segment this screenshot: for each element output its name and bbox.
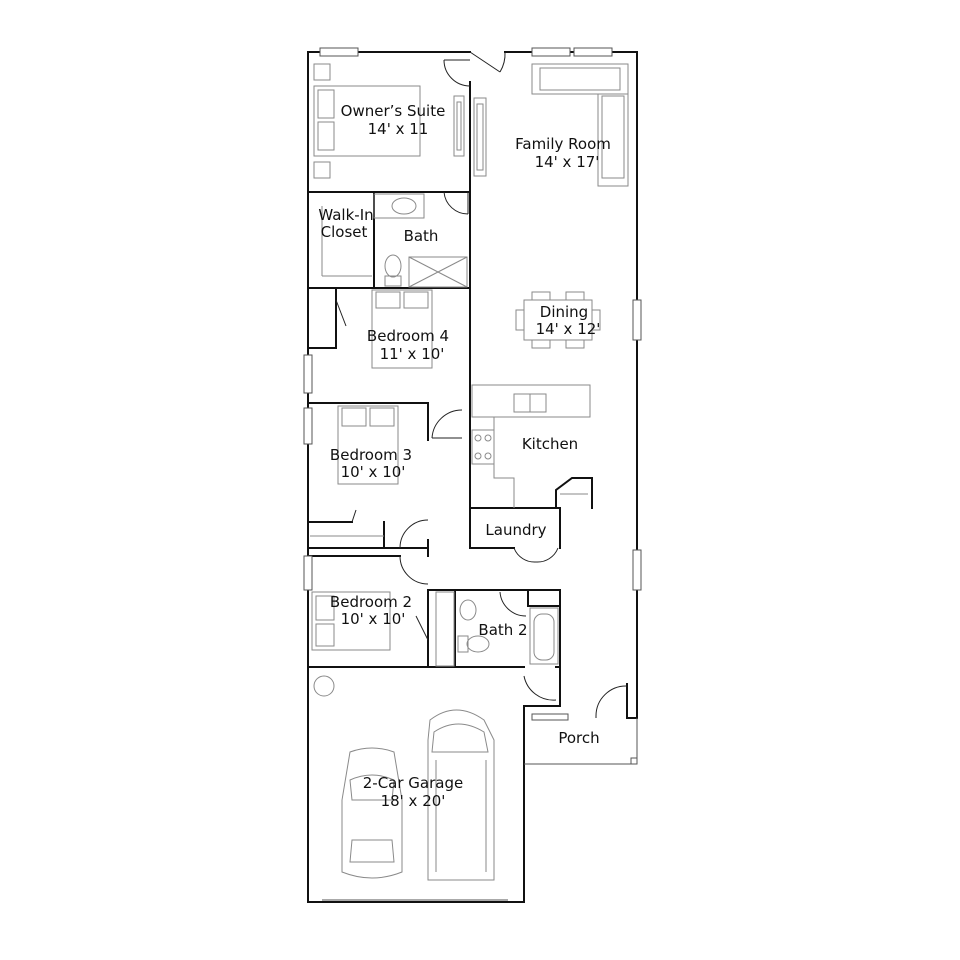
vanity-icon (373, 193, 425, 219)
porch-outline (524, 718, 638, 765)
water-heater-icon (313, 675, 335, 697)
bath-name: Bath (404, 227, 439, 245)
bed-icon (313, 85, 421, 157)
garage-size: 18' x 20' (381, 792, 446, 810)
bed-icon (311, 591, 391, 651)
room-labels: Owner’s Suite 14' x 11 Family Room 14' x… (318, 102, 611, 810)
van-icon (427, 709, 495, 881)
walk-in-closet-name-line1: Walk-In (318, 206, 373, 224)
nightstand-icon (313, 161, 331, 179)
garage-name: 2-Car Garage (363, 774, 463, 792)
interior-walls (307, 81, 561, 668)
laundry-name: Laundry (485, 521, 546, 539)
bedroom-2-name: Bedroom 2 (330, 593, 412, 611)
doors (335, 51, 628, 718)
car-icon (341, 747, 403, 879)
toilet-icon (457, 635, 490, 653)
bedroom-4-size: 11' x 10' (380, 345, 445, 363)
range-icon (471, 429, 495, 465)
bedroom-4-name: Bedroom 4 (367, 327, 449, 345)
bathtub-icon (529, 607, 559, 665)
bath-2-name: Bath 2 (478, 621, 527, 639)
walk-in-closet-name-line2: Closet (321, 223, 368, 241)
refrigerator-icon (555, 477, 593, 509)
sectional-sofa-icon (531, 63, 629, 187)
owners-suite-size: 14' x 11 (368, 120, 429, 138)
shower-icon (408, 256, 468, 288)
bedroom-2-size: 10' x 10' (341, 610, 406, 628)
dining-name: Dining (540, 303, 588, 321)
family-room-size: 14' x 17' (535, 153, 600, 171)
windows (303, 47, 642, 721)
island-icon (471, 384, 591, 418)
dining-table-icon (515, 291, 601, 349)
tv-stand-icon (473, 97, 487, 177)
nightstand-icon (313, 63, 331, 81)
bedroom-3-size: 10' x 10' (341, 463, 406, 481)
furniture (310, 63, 629, 901)
bed-icon (371, 289, 433, 369)
exterior-walls (307, 51, 638, 903)
bed-icon (337, 405, 399, 485)
dresser-icon (453, 95, 465, 157)
owners-suite-name: Owner’s Suite (341, 102, 446, 120)
porch-name: Porch (558, 729, 599, 747)
sink-icon (513, 393, 547, 413)
toilet-icon (384, 254, 402, 287)
sink-icon (459, 599, 477, 621)
kitchen-name: Kitchen (522, 435, 578, 453)
dining-size: 14' x 12' (536, 320, 601, 338)
family-room-name: Family Room (515, 135, 611, 153)
bedroom-3-name: Bedroom 3 (330, 446, 412, 464)
